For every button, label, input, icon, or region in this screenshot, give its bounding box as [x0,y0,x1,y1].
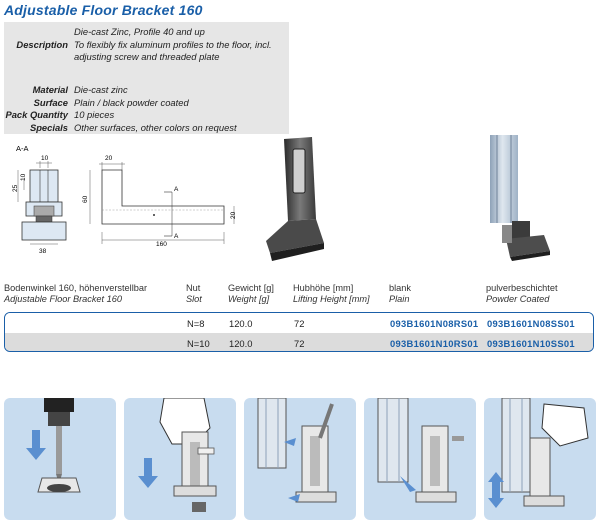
step-fasten-panel [364,398,476,520]
surface-value: Plain / black powder coated [74,96,189,108]
dim-38: 38 [39,248,47,255]
technical-drawing: A-A 10 25 10 38 20 60 20 160 A A [12,144,237,255]
header-slot: Nut Slot [186,283,202,304]
slot-cell: N=8 [187,318,205,329]
dim-20-top: 20 [105,155,113,162]
lift-cell: 72 [294,338,305,349]
table-row: N=8 120.0 72 093B1601N08RS01 093B1601N08… [5,313,593,333]
material-label: Material [32,84,68,95]
section-mark-bottom: A [174,233,179,240]
step-insert-panel [124,398,236,520]
section-label: A-A [16,144,29,153]
dim-25: 25 [12,184,19,192]
arrow-down-icon [138,458,158,488]
product-table: N=8 120.0 72 093B1601N08RS01 093B1601N08… [4,312,594,352]
arrow-right-icon [284,438,296,446]
coated-code-link[interactable]: 093B1601N08SS01 [487,318,575,329]
weight-cell: 120.0 [229,338,253,349]
header-weight: Gewicht [g] Weight [g] [228,283,274,304]
description-label: Description [16,39,68,50]
description-line-3: adjusting screw and threaded plate [74,51,220,62]
section-mark-top: A [174,186,179,193]
slot-cell: N=10 [187,338,210,349]
plain-code-link[interactable]: 093B1601N08RS01 [390,318,479,329]
dim-160: 160 [156,241,167,248]
assembly-steps [4,398,598,520]
fasten-illustration [377,398,464,503]
description-line-1: Die-cast Zinc, Profile 40 and up [74,26,205,37]
description-line-2: To flexibly fix aluminum profiles to the… [74,38,272,50]
arrow-right-icon [288,494,300,502]
arrow-up-down-icon [488,472,504,508]
adjust-illustration [488,398,589,508]
table-row: N=10 120.0 72 093B1601N10RS01 093B1601N1… [5,333,593,351]
step-drill-panel [4,398,116,520]
specials-label: Specials [29,121,68,133]
dim-20-side: 20 [230,211,237,219]
pack-label: Pack Quantity [5,109,68,120]
surface-label: Surface [33,96,68,108]
drill-illustration [26,398,81,493]
insert-illustration [138,398,217,512]
coated-code-link[interactable]: 093B1601N10SS01 [487,338,575,349]
arrow-down-right-icon [400,476,416,492]
header-coated: pulverbeschichtet Powder Coated [486,283,558,304]
dim-10-side: 10 [20,173,27,181]
pack-value: 10 pieces [74,109,115,120]
dim-10-top: 10 [41,155,49,162]
dim-60: 60 [82,195,89,203]
plain-code-link[interactable]: 093B1601N10RS01 [390,338,479,349]
arrow-down-icon [26,430,46,460]
specials-value: Other surfaces, other colors on request [74,121,237,133]
header-plain: blank Plain [389,283,411,304]
header-product: Bodenwinkel 160, höhenverstellbar Adjust… [4,283,148,304]
bracket-photo [266,137,324,261]
profile-mounted-photo [490,135,550,261]
lift-cell: 72 [294,318,305,329]
weight-cell: 120.0 [229,318,253,329]
step-mount-panel [244,398,356,520]
page-title: Adjustable Floor Bracket 160 [4,2,203,18]
header-lift: Hubhöhe [mm] Lifting Height [mm] [293,283,370,304]
spec-panel: Description Die-cast Zinc, Profile 40 an… [4,22,289,134]
material-value: Die-cast zinc [74,84,128,95]
step-adjust-panel [484,398,596,520]
mount-illustration [257,398,337,503]
